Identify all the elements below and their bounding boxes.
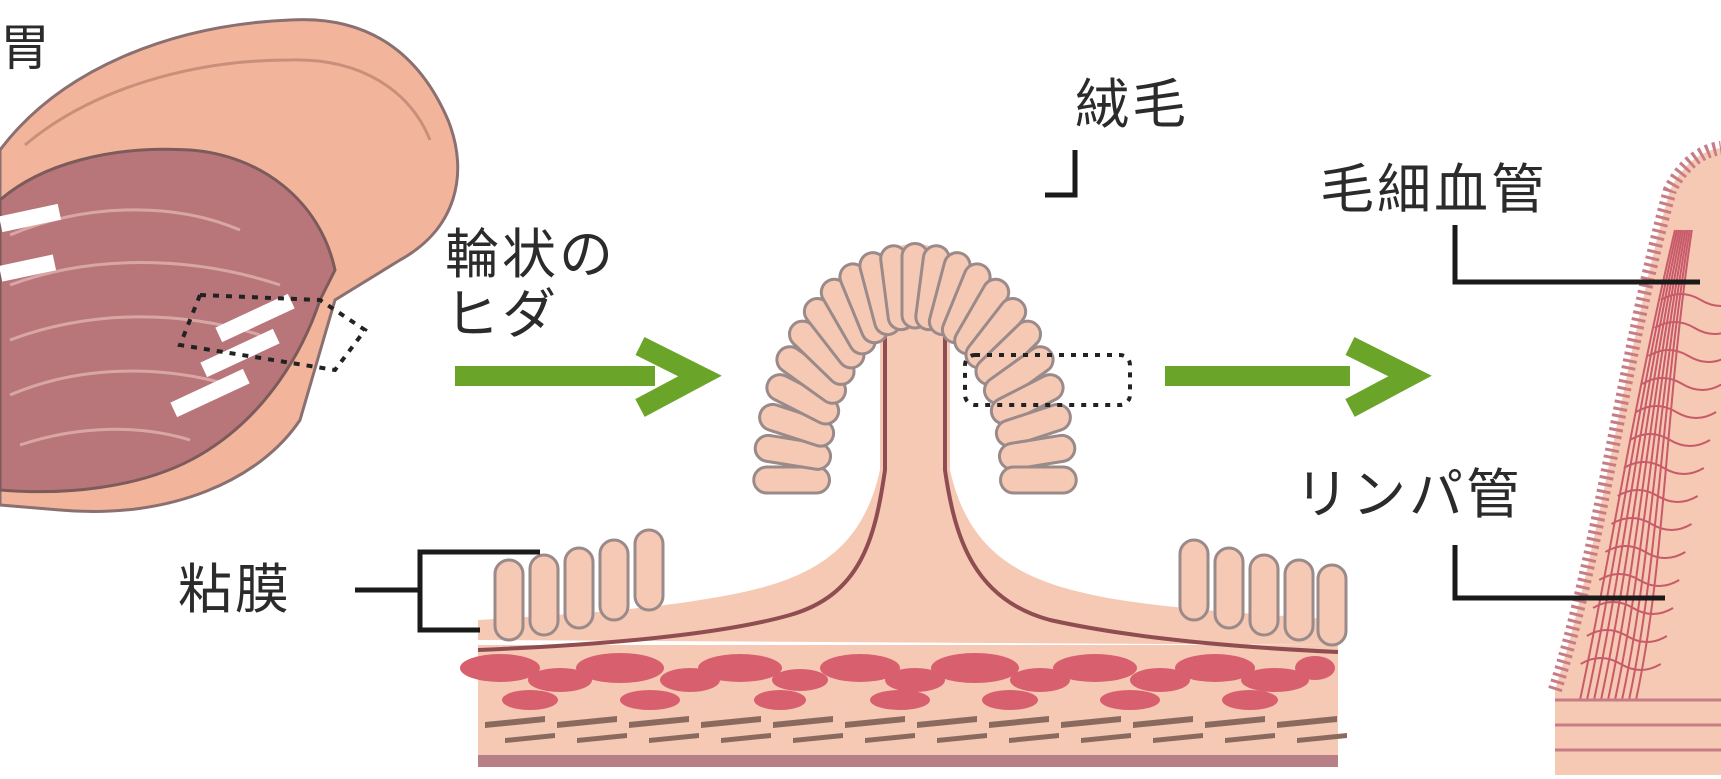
villi-label: 絨毛 bbox=[1075, 75, 1189, 135]
blood-blob bbox=[576, 653, 664, 683]
capillary-detail bbox=[1555, 148, 1721, 775]
stomach-char-label: 胃 bbox=[0, 18, 53, 78]
circular-folds-label-line1: 輪状の bbox=[445, 225, 616, 285]
villus-finger bbox=[1215, 548, 1243, 628]
blood-blob bbox=[1222, 690, 1278, 710]
blood-blob bbox=[698, 654, 782, 682]
villus-finger bbox=[635, 530, 663, 610]
villus-finger bbox=[495, 560, 523, 640]
villus-finger bbox=[1001, 467, 1077, 493]
blood-blob bbox=[754, 690, 806, 710]
capillary-label: 毛細血管 bbox=[1320, 160, 1548, 220]
blood-blob bbox=[931, 653, 1019, 683]
mucosa-label: 粘膜 bbox=[178, 560, 292, 620]
muscle-layer bbox=[478, 755, 1338, 767]
right-arrow-icon bbox=[1165, 346, 1410, 408]
blood-blob bbox=[502, 690, 558, 710]
villus-finger bbox=[1318, 565, 1346, 645]
villus-finger bbox=[754, 467, 830, 493]
circular-folds-label-line2: ヒダ bbox=[445, 285, 559, 345]
villus-finger bbox=[600, 540, 628, 620]
villus-finger bbox=[530, 555, 558, 635]
blood-blob bbox=[982, 690, 1038, 710]
intestine-tube-illustration bbox=[0, 20, 458, 512]
blood-blob bbox=[1295, 656, 1335, 680]
villi-leader-line bbox=[1045, 150, 1075, 195]
blood-blob bbox=[1053, 654, 1137, 682]
villus-finger bbox=[1285, 560, 1313, 640]
villus-finger bbox=[565, 548, 593, 628]
villus-finger bbox=[1250, 555, 1278, 635]
blood-blob bbox=[620, 690, 680, 710]
lymph-vessel-label: リンパ管 bbox=[1295, 465, 1523, 525]
blood-blob bbox=[870, 690, 930, 710]
right-arrow-icon bbox=[455, 346, 700, 408]
blood-blob bbox=[460, 654, 540, 682]
villus-finger bbox=[1180, 540, 1208, 620]
blood-blob bbox=[1100, 690, 1160, 710]
blood-blob bbox=[772, 669, 828, 691]
